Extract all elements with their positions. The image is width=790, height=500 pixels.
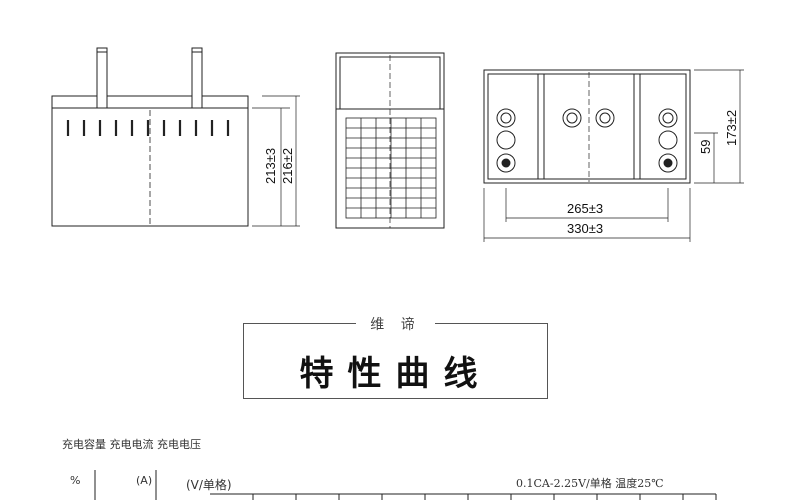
dim-330: 330±3 xyxy=(567,221,603,236)
title-main: 特性曲线 xyxy=(299,354,492,394)
chart-frame xyxy=(94,470,717,500)
axis-amp: (A) xyxy=(136,474,153,487)
title-subtitle: 维 谛 xyxy=(244,314,547,334)
axis-percent: % xyxy=(70,474,81,487)
chart-condition: 0.1CA-2.25V/单格 温度25℃ xyxy=(516,477,664,490)
dim-173: 173±2 xyxy=(724,110,739,146)
top-view xyxy=(483,69,744,242)
side-view xyxy=(335,52,445,229)
chart-legend-labels: 充电容量 充电电流 充电电压 xyxy=(62,438,201,451)
front-view xyxy=(51,47,300,227)
dim-59: 59 xyxy=(698,140,713,154)
axis-volt: (V/单格) xyxy=(186,478,232,492)
title-box: 维 谛 特性曲线 xyxy=(243,317,548,399)
dim-265: 265±3 xyxy=(567,201,603,216)
dim-216: 216±2 xyxy=(280,148,295,184)
dim-213: 213±3 xyxy=(263,148,278,184)
